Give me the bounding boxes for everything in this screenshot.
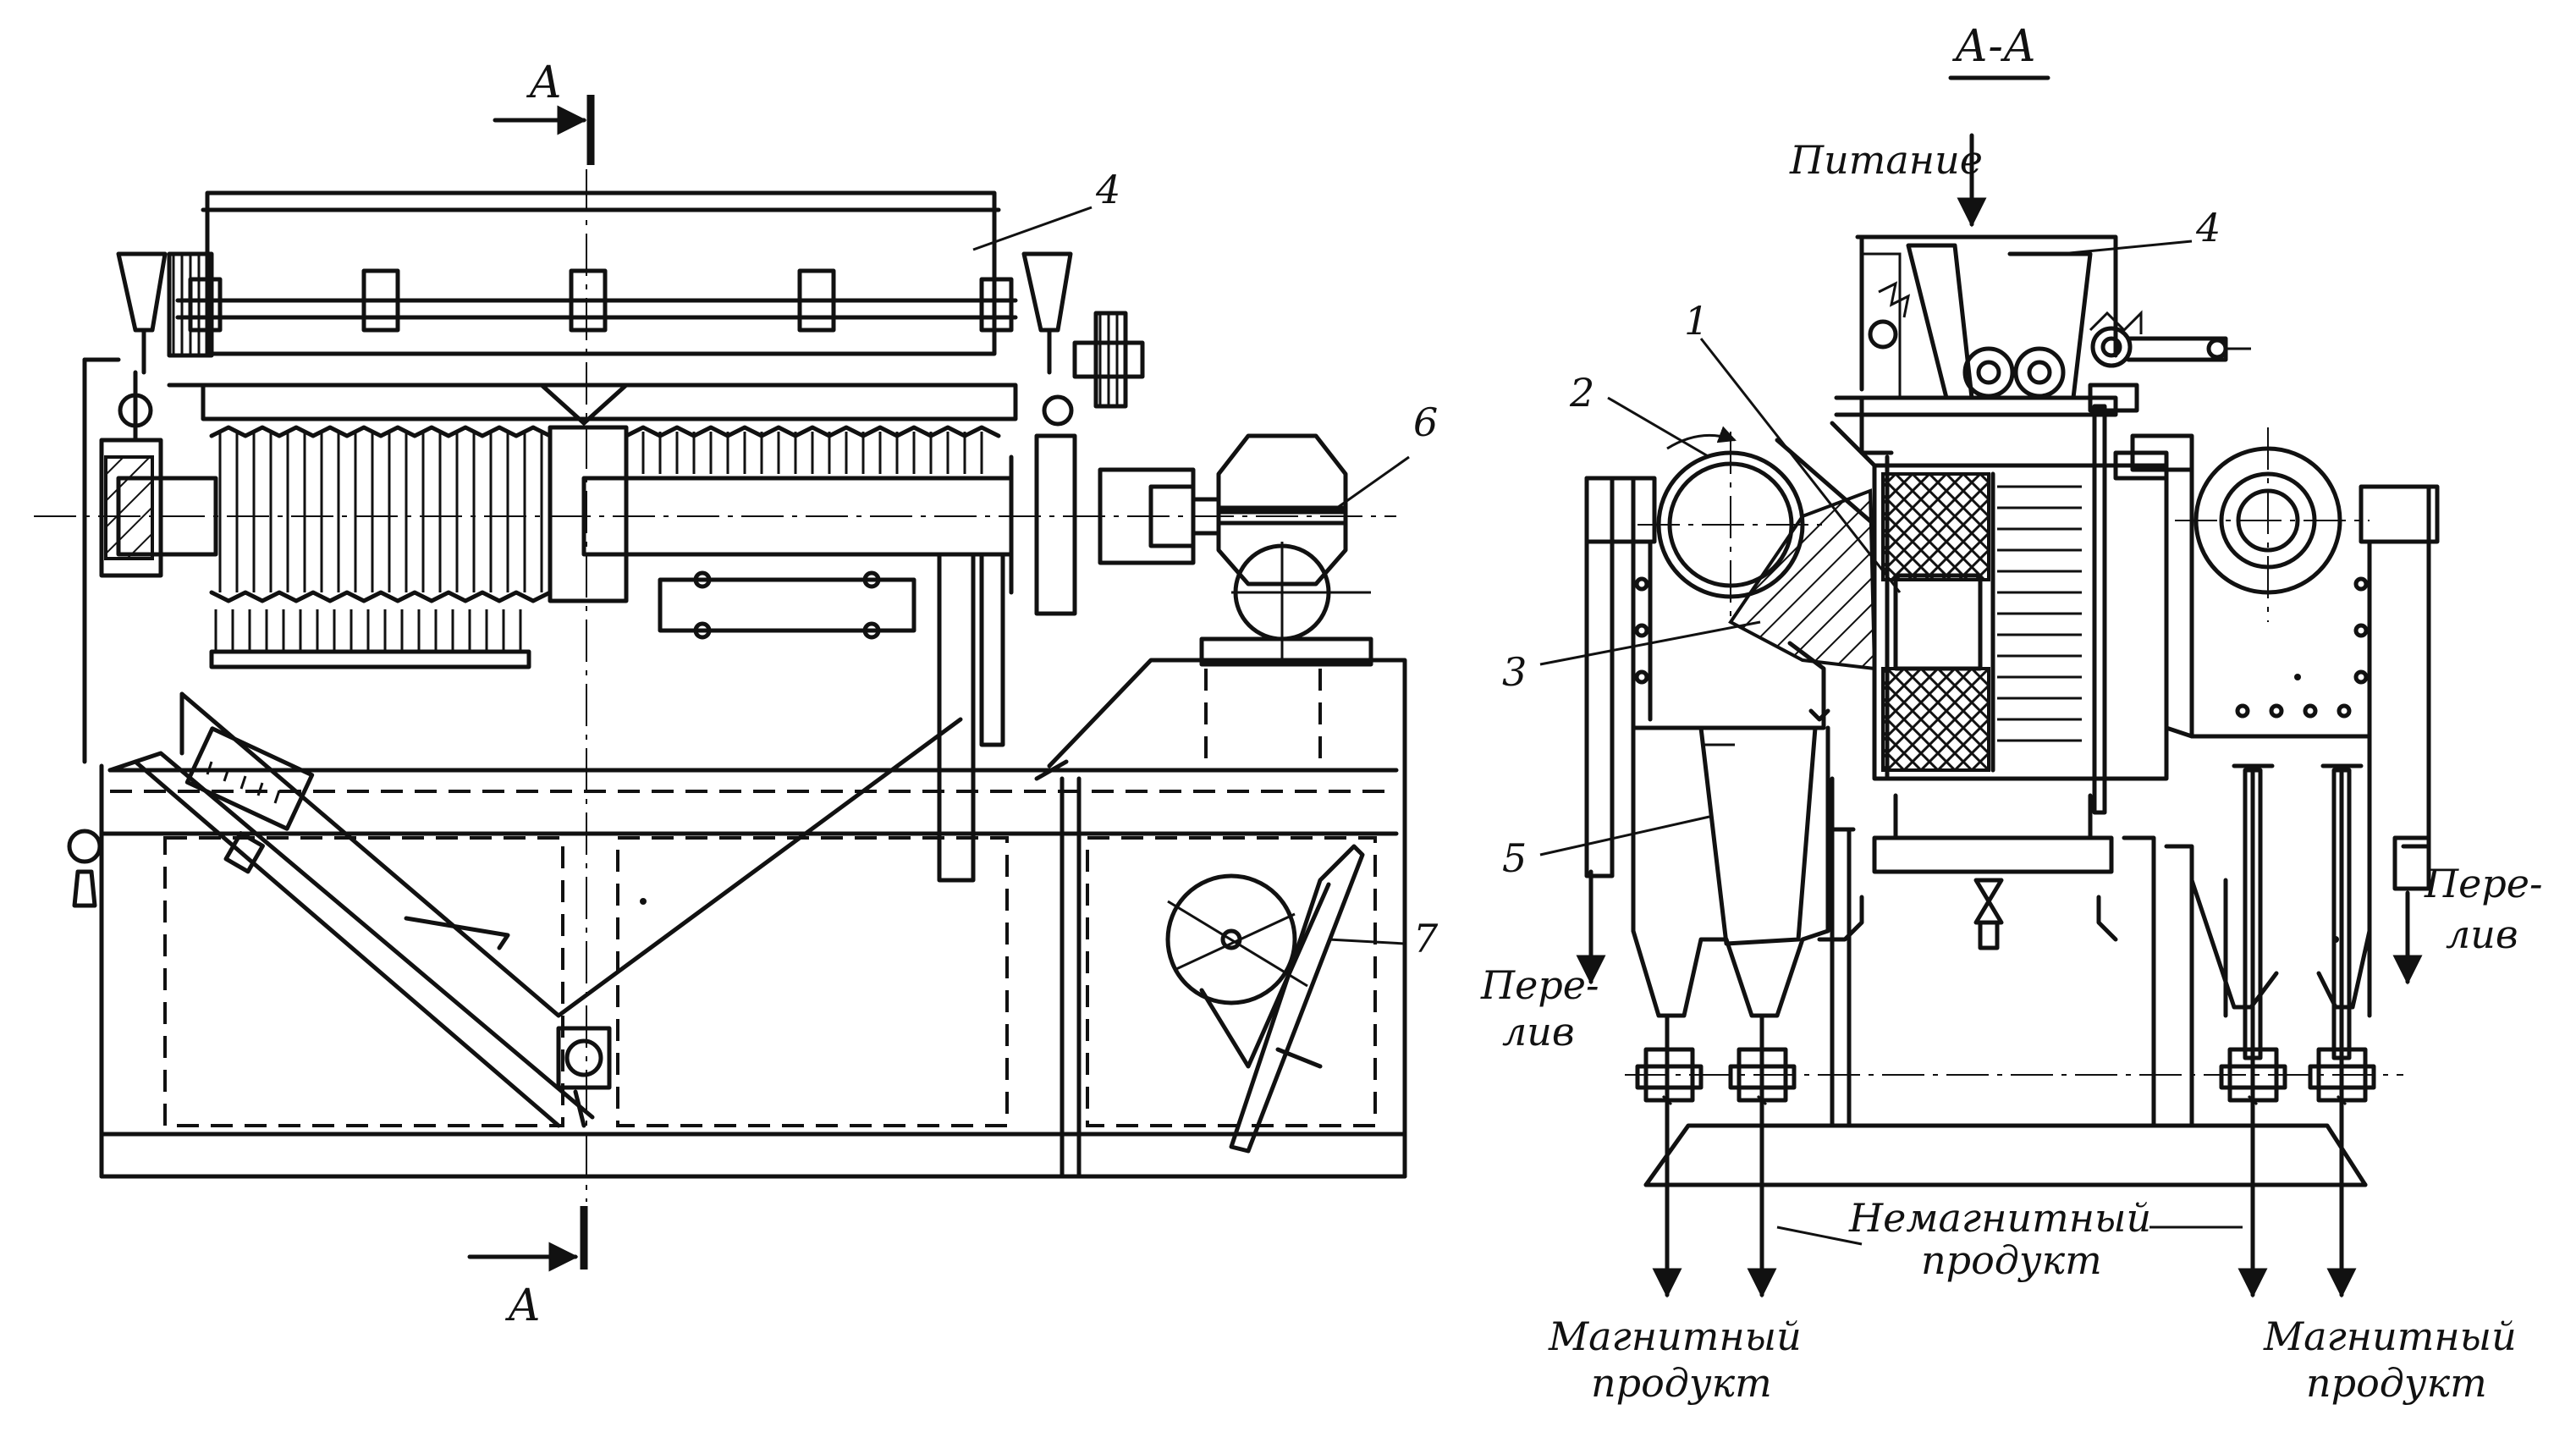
section-line-bottom: А [467,1206,588,1331]
magnetic-right-line2: продукт [2306,1360,2487,1406]
drum-side [116,383,1018,883]
section-mark-bottom: А [504,1281,541,1331]
callout-3: 3 [1502,649,1527,695]
magnetic-right-line1: Магнитный [2263,1314,2517,1359]
callout-5: 5 [1502,835,1527,881]
callout-6: 6 [1413,399,1438,445]
section-view-aa: А-А Питание [1480,21,2543,1406]
callout-4-left: 4 [1095,167,1120,212]
callout-7: 7 [1413,916,1439,961]
magnetic-left-line1: Магнитный [1548,1314,1802,1359]
section-line-top: А [493,58,595,165]
overflow-right-line1: Пере- [2424,861,2543,906]
magnetic-system [1584,404,2440,891]
section-title: А-А [1951,21,2036,72]
main-frame [99,658,1407,1179]
valve-left-2 [1728,1013,1797,1128]
drive-assembly [1034,311,1373,667]
feed-box-side [116,190,1073,375]
nonmagnetic-line2: продукт [1921,1237,2102,1283]
nonmagnetic-line1: Немагнитный [1848,1195,2151,1241]
overflow-left-line1: Пере- [1480,962,1599,1008]
callout-2: 2 [1569,370,1594,416]
side-view: А А [34,58,1439,1331]
lower-tanks [1625,725,2403,1187]
valve-left-1 [1635,1013,1704,1128]
magnetic-left-line2: продукт [1591,1360,1772,1406]
overflow-right-line2: лив [2446,912,2518,957]
left-bearing [67,357,163,908]
section-mark-top: А [526,58,562,108]
callout-1: 1 [1684,298,1709,344]
callout-4-right: 4 [2195,205,2221,251]
overflow-left-line2: лив [1502,1009,1575,1055]
hopper-section [1834,234,2251,455]
feed-label: Питание [1789,137,1983,183]
